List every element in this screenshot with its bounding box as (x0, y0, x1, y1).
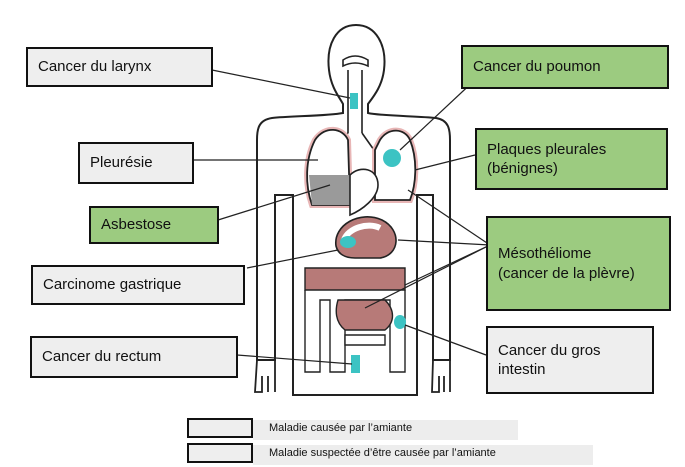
label-asbestose-text: Asbestose (101, 215, 171, 235)
label-larynx: Cancer du larynx (26, 47, 213, 87)
label-poumon: Cancer du poumon (461, 45, 669, 89)
stomach (336, 217, 396, 258)
legend-text-caused: Maladie causée par l’amiante (253, 420, 518, 440)
label-plaques-line2: (bénignes) (487, 160, 558, 177)
label-gros-line1: Cancer du gros (498, 342, 601, 359)
label-plaques-text: Plaques pleurales (bénignes) (487, 140, 606, 179)
label-plaques-line1: Plaques pleurales (487, 141, 606, 158)
legend-swatch-caused (187, 418, 253, 438)
label-rectum-text: Cancer du rectum (42, 347, 161, 367)
label-asbestose: Asbestose (89, 206, 219, 244)
label-larynx-text: Cancer du larynx (38, 57, 151, 77)
label-rectum: Cancer du rectum (30, 336, 238, 378)
label-mesotheliome: Mésothéliome (cancer de la plèvre) (486, 216, 671, 311)
label-gastrique: Carcinome gastrique (31, 265, 245, 305)
label-mesotheliome-line1: Mésothéliome (498, 245, 591, 262)
label-gastrique-text: Carcinome gastrique (43, 275, 181, 295)
label-mesotheliome-line2: (cancer de la plèvre) (498, 265, 635, 282)
label-mesotheliome-text: Mésothéliome (cancer de la plèvre) (498, 244, 635, 283)
label-gros-intestin: Cancer du gros intestin (486, 326, 654, 394)
legend-swatch-suspected (187, 443, 253, 463)
label-gros-line2: intestin (498, 361, 546, 378)
intestines (305, 268, 406, 373)
label-pleuresie: Pleurésie (78, 142, 194, 184)
label-poumon-text: Cancer du poumon (473, 57, 601, 77)
label-plaques: Plaques pleurales (bénignes) (475, 128, 668, 190)
label-gros-intestin-text: Cancer du gros intestin (498, 341, 601, 380)
heart (350, 169, 378, 215)
legend-text-suspected: Maladie suspectée d’être causée par l’am… (253, 445, 593, 465)
label-pleuresie-text: Pleurésie (90, 153, 153, 173)
